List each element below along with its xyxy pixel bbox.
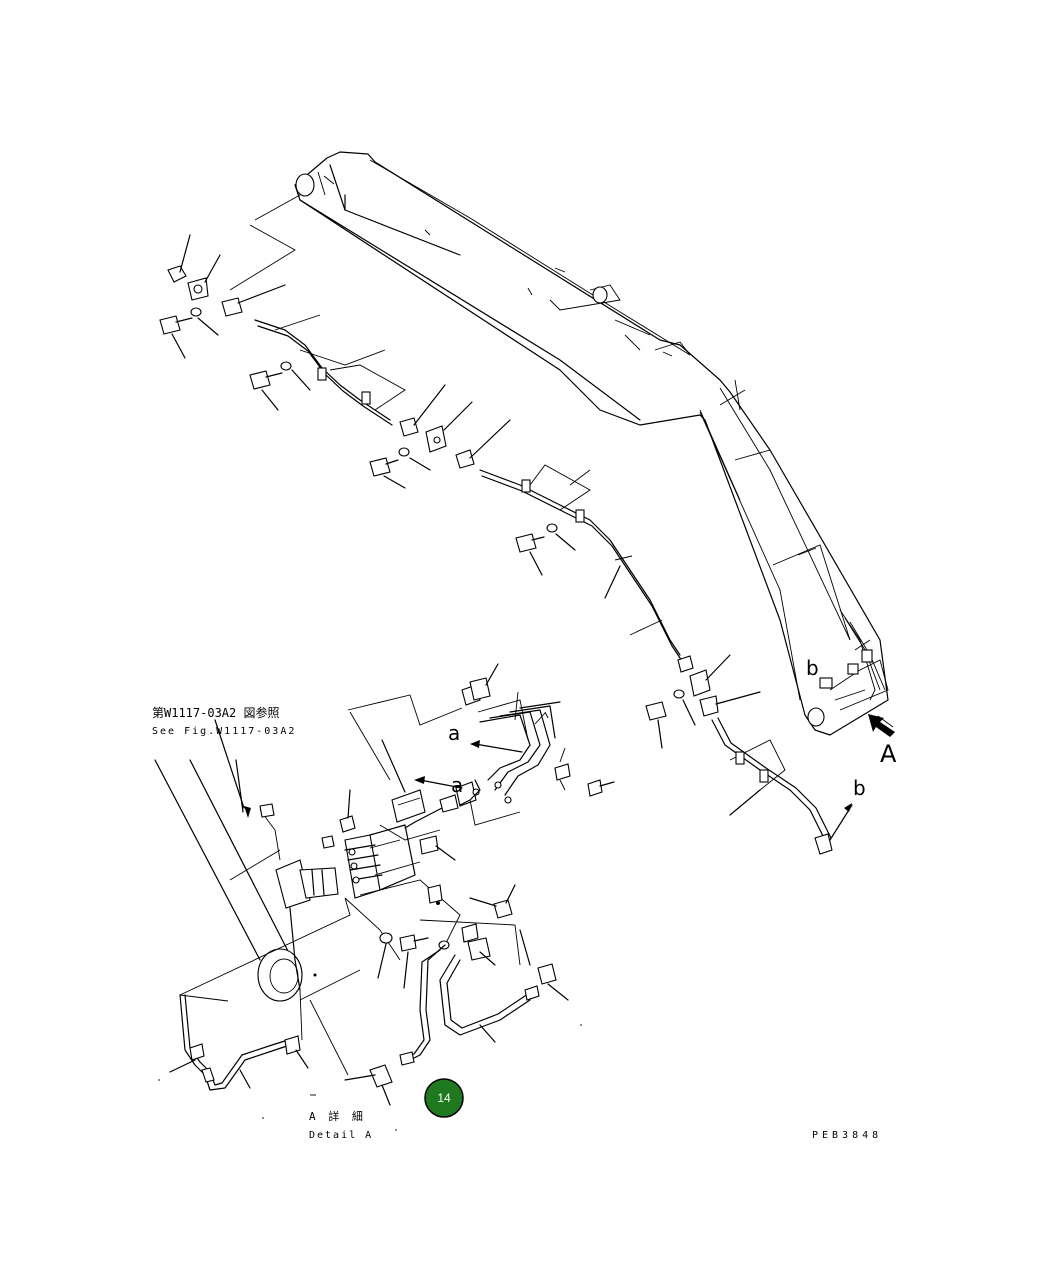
drawing-code: PEB3848 (812, 1130, 882, 1141)
ref-jp-label: 第W1117-03A2 図参照 (152, 705, 279, 720)
view-label-a: A (880, 740, 897, 768)
leader-lines-upper (229, 194, 301, 291)
label-b-lower: b (853, 776, 866, 800)
label-a-2: a (451, 773, 463, 797)
callout-badge-14[interactable]: 14 (424, 1078, 464, 1118)
label-a-1: a (448, 721, 460, 745)
detail-a-assembly (154, 663, 615, 1131)
callout-circle[interactable] (424, 1078, 464, 1118)
view-arrow-a (868, 714, 895, 737)
annotation-text: 第W1117-03A2 図参照 See Fig.W1117-03A2 A 詳 細… (152, 656, 897, 1141)
ref-en-label: See Fig.W1117-03A2 (152, 726, 296, 737)
detail-jp-label: A 詳 細 (309, 1109, 366, 1123)
upper-piping (159, 234, 853, 855)
label-b-top: b (806, 656, 819, 680)
arm-tip-piping (819, 609, 889, 711)
callout-number[interactable]: 14 (437, 1091, 451, 1105)
detail-en-label: Detail A (309, 1130, 373, 1141)
arm-outline (294, 151, 889, 736)
